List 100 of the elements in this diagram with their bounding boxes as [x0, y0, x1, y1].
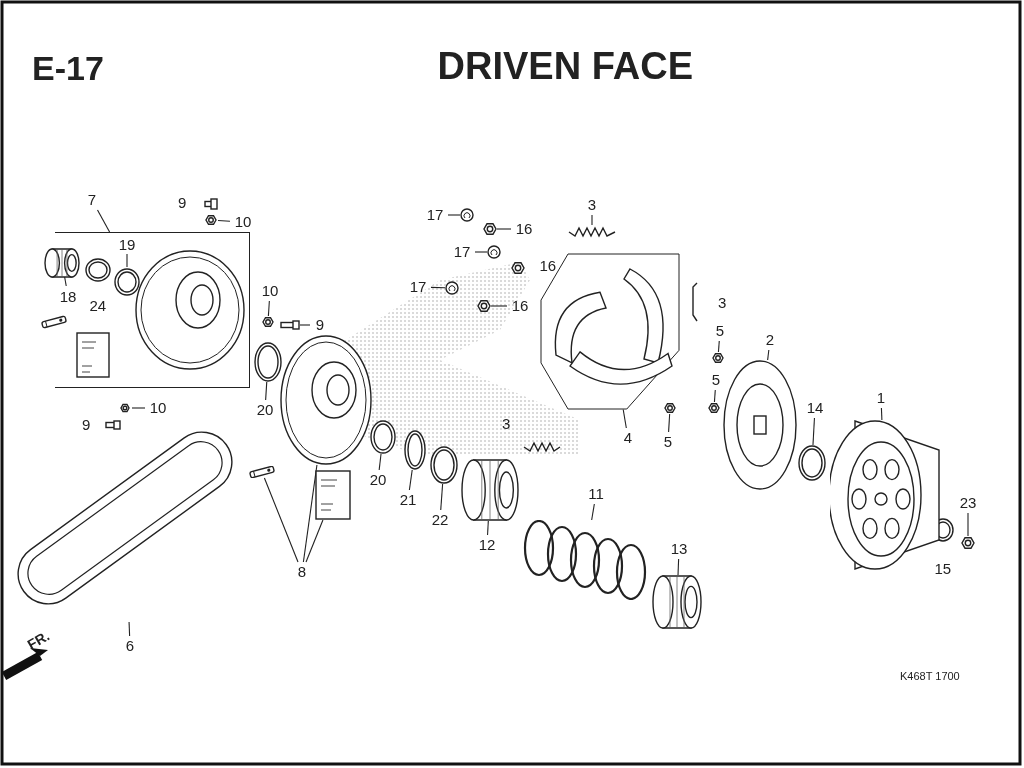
callout-number: 5: [706, 370, 726, 390]
callout-number: 17: [422, 205, 448, 225]
callout-number: 1: [871, 388, 891, 408]
callout-number: 17: [449, 242, 475, 262]
callout-number: 17: [405, 277, 431, 297]
callout-number: 8: [292, 562, 312, 582]
title: DRIVEN FACE: [437, 44, 693, 88]
leader-line: [447, 214, 461, 216]
callout-number: 22: [427, 510, 453, 530]
nut-drawing: [483, 222, 497, 236]
callout-number: 16: [507, 296, 533, 316]
coil-spring-drawing: [523, 520, 647, 600]
leader-line: [299, 324, 311, 326]
leader-line: [490, 305, 508, 307]
callout-number: 10: [257, 281, 283, 301]
callout-number: 18: [55, 287, 81, 307]
callout-number: 23: [955, 493, 981, 513]
nut-drawing: [712, 352, 724, 364]
leader-line: [622, 408, 627, 429]
leader-line: [265, 381, 268, 401]
ring-drawing: [114, 268, 140, 296]
leader-line: [668, 413, 671, 433]
leader-line: [717, 340, 720, 353]
callout-number: 20: [252, 400, 278, 420]
callout-number: 21: [395, 490, 421, 510]
callout-number: 2: [760, 330, 780, 350]
leader-line: [677, 558, 680, 576]
nut-drawing: [664, 402, 676, 414]
ring-drawing: [404, 430, 426, 470]
callout-number: 3: [718, 293, 727, 313]
ring-drawing: [254, 342, 282, 382]
leader-line: [440, 483, 444, 511]
leader-line: [496, 228, 512, 230]
leader-line: [305, 519, 324, 563]
collar-drawing: [461, 459, 519, 521]
leader-line: [767, 349, 770, 361]
callout-number: 20: [365, 470, 391, 490]
nut-drawing: [477, 299, 491, 313]
bearing-drawing: [44, 248, 80, 278]
callout-number: 16: [511, 219, 537, 239]
nut-drawing: [961, 536, 975, 550]
callout-number: 10: [145, 398, 171, 418]
callout-number: 3: [502, 414, 511, 434]
clutch-shoe-drawing: [540, 252, 680, 410]
callout-number: 5: [710, 321, 730, 341]
bolt-drawing: [280, 320, 300, 330]
callout-number: 19: [114, 235, 140, 255]
callout-number: 14: [802, 398, 828, 418]
leader-line: [487, 520, 489, 536]
callout-number: 9: [82, 415, 91, 435]
callout-number: 12: [474, 535, 500, 555]
leader-line: [591, 503, 595, 521]
leader-line: [713, 389, 716, 403]
ring-drawing: [370, 420, 396, 454]
clip-drawing: [445, 281, 459, 295]
leader-line: [126, 253, 128, 268]
callout-number: 9: [310, 315, 330, 335]
ring-drawing: [798, 445, 826, 481]
callout-number: 9: [178, 193, 187, 213]
leader-line: [812, 417, 815, 446]
nut-drawing: [708, 402, 720, 414]
direction-label: FR.: [23, 626, 53, 655]
leader-line: [430, 286, 446, 289]
callout-number: 24: [89, 296, 107, 316]
leader-line: [96, 209, 111, 233]
leader-line: [64, 276, 67, 287]
drawing-code: K468T 1700: [900, 669, 960, 684]
ring-drawing: [430, 446, 458, 484]
leader-line: [131, 407, 146, 409]
leader-line: [263, 477, 299, 563]
leader-line: [474, 251, 488, 253]
callout-number: 16: [539, 256, 557, 276]
leader-line: [128, 621, 131, 637]
plate-drawing: [723, 360, 797, 490]
leader-line: [880, 407, 883, 421]
nut-drawing: [204, 214, 218, 226]
leader-line: [302, 464, 318, 563]
pulley-drawing: [280, 335, 372, 465]
page-code: E-17: [32, 48, 104, 88]
nut-drawing: [262, 316, 274, 328]
leader-line: [967, 512, 969, 537]
callout-number: 15: [934, 559, 952, 579]
label-card-drawing: [315, 470, 351, 520]
callout-number: 11: [583, 484, 609, 504]
leader-line: [217, 219, 231, 222]
clip-drawing: [487, 245, 501, 259]
callout-number: 5: [658, 432, 678, 452]
spring-drawing: [567, 225, 617, 239]
leader-line: [591, 214, 593, 226]
collar-drawing: [652, 575, 702, 629]
leader-line: [378, 453, 382, 471]
pin-drawing: [248, 466, 276, 478]
clip-drawing: [460, 208, 474, 222]
callout-number: 7: [82, 190, 102, 210]
callout-number: 6: [120, 636, 140, 656]
nut-drawing: [118, 403, 132, 413]
leader-line: [267, 300, 270, 317]
callout-number: 4: [618, 428, 638, 448]
leader-line: [408, 469, 413, 491]
callout-number: 10: [230, 212, 256, 232]
